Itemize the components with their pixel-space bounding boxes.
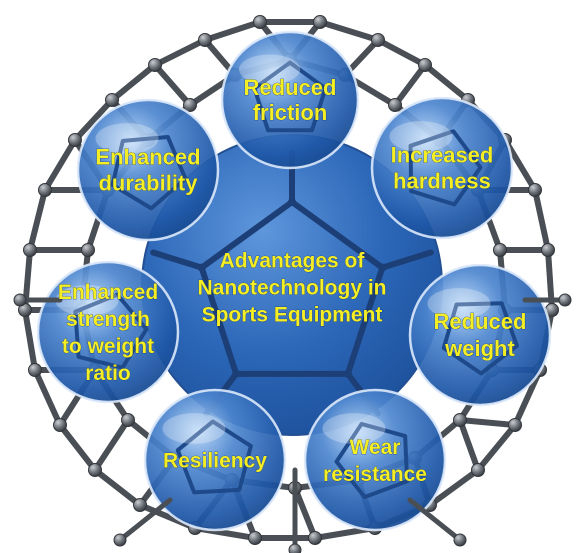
bubble-enhanced-strength — [36, 260, 180, 404]
bubble-reduced-weight — [408, 263, 552, 407]
outer-bubbles — [36, 30, 552, 532]
label-enhanced-strength-line: ratio — [85, 362, 131, 385]
label-increased-hardness-line: Increased — [391, 143, 494, 168]
bubble-resiliency — [143, 388, 287, 532]
bubble-reduced-friction — [220, 30, 360, 170]
label-reduced-weight-line: weight — [444, 336, 515, 361]
bubble-wear-resistance — [303, 388, 447, 532]
label-enhanced-durability-line: durability — [98, 171, 198, 196]
label-enhanced-strength-line: Enhanced — [58, 281, 158, 304]
center-title-line: Nanotechnology in — [198, 276, 387, 299]
center-title: Advantages of Nanotechnology in Sports Equ… — [197, 249, 387, 327]
labels: Advantages of Nanotechnology in Sports Equ… — [58, 75, 527, 486]
label-increased-hardness-line: hardness — [393, 169, 491, 194]
label-enhanced-strength: Enhanced strength to weight ratio — [58, 281, 159, 386]
label-enhanced-durability-line: Enhanced — [95, 145, 200, 170]
label-resiliency: Resiliency — [163, 449, 268, 473]
bubble-enhanced-durability — [76, 98, 220, 242]
label-resiliency-line: Resiliency — [163, 449, 267, 472]
label-enhanced-strength-line: strength — [66, 308, 150, 331]
label-enhanced-strength-line: to weight — [62, 335, 154, 358]
label-reduced-friction-line: friction — [253, 100, 328, 125]
label-reduced-friction-line: Reduced — [244, 75, 337, 100]
label-wear-resistance-line: Wear — [350, 436, 401, 459]
label-reduced-weight-line: Reduced — [434, 309, 527, 334]
bubble-increased-hardness — [370, 96, 514, 240]
center-title-line: Sports Equipment — [202, 303, 383, 326]
center-title-line: Advantages of — [220, 249, 366, 272]
label-wear-resistance-line: resistance — [323, 463, 427, 486]
label-wear-resistance: Wear resistance — [323, 436, 428, 487]
front-frame — [13, 293, 572, 553]
